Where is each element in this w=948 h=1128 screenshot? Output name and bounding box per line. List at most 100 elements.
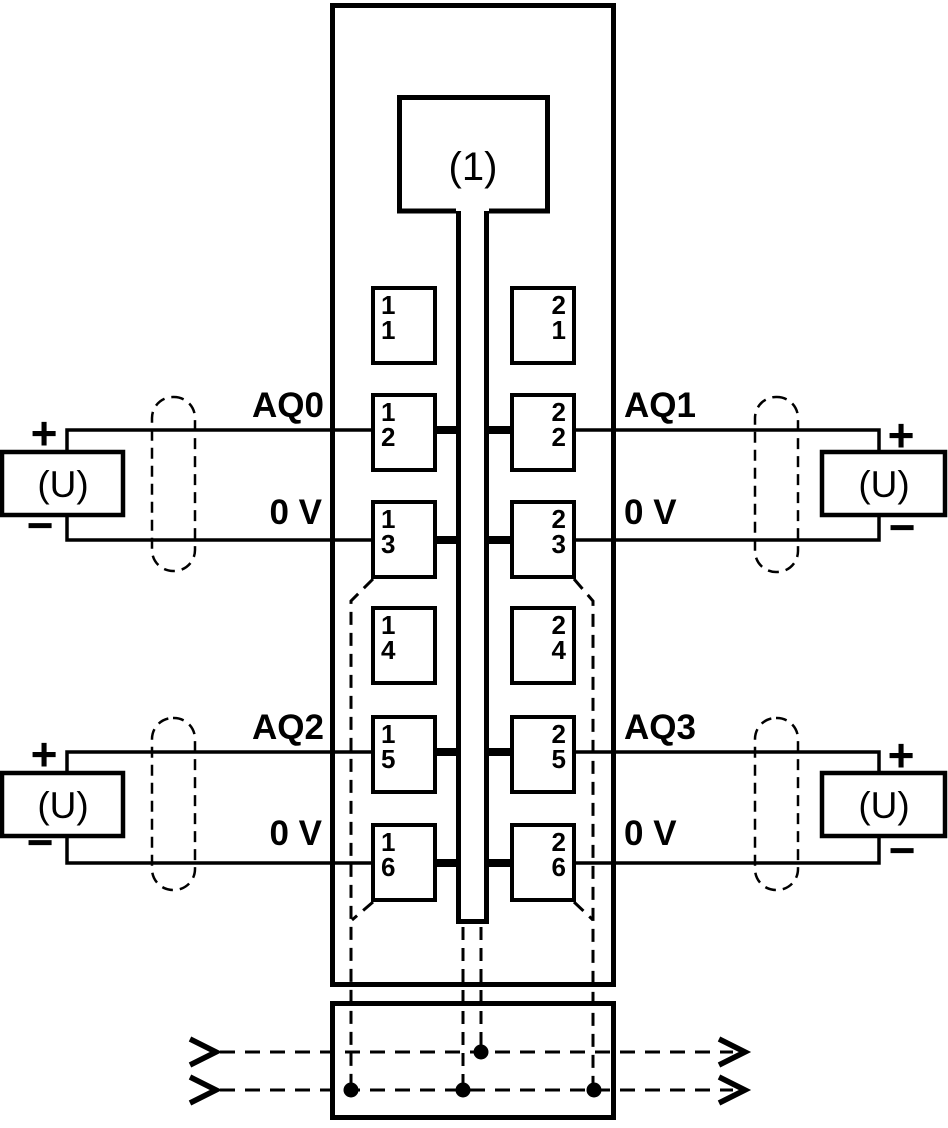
terminal-2-3: 2 3 bbox=[510, 500, 576, 579]
aq1-ground-wire bbox=[574, 515, 881, 542]
shield-rails bbox=[349, 577, 595, 1090]
terminal-1-4-pin-digit: 4 bbox=[381, 635, 396, 665]
terminal-1-1-box bbox=[371, 286, 437, 365]
aq2-signal-wire bbox=[65, 750, 373, 773]
terminal-2-5-group-digit: 2 bbox=[552, 719, 566, 749]
aq0-minus-label: − bbox=[27, 499, 54, 551]
terminal-2-5-pin-digit: 5 bbox=[552, 744, 566, 774]
terminal-2-6-pin-digit: 6 bbox=[552, 852, 566, 882]
aq3-voltage-source-label: (U) bbox=[858, 785, 909, 826]
terminal-1-6: 1 6 bbox=[371, 823, 437, 902]
aq1-voltage-source-label: (U) bbox=[858, 464, 909, 505]
terminal-2-2-group-digit: 2 bbox=[552, 397, 566, 427]
channel-aq3: (U) + − AQ3 0 V bbox=[574, 708, 948, 892]
terminal-1-2-pin-digit: 2 bbox=[381, 422, 395, 452]
aq3-ground-wire bbox=[574, 836, 881, 865]
stub-2-5 bbox=[487, 748, 514, 756]
shield-branch-right bbox=[572, 900, 595, 922]
terminal-1-2: 1 2 bbox=[371, 393, 437, 472]
bus-arrow-in-bottom-icon bbox=[188, 1074, 223, 1106]
aq0-voltage-source-box bbox=[0, 449, 126, 518]
aq1-voltage-source-box bbox=[819, 449, 948, 518]
aq2-cable-shield bbox=[150, 716, 197, 892]
terminal-2-4-group-digit: 2 bbox=[552, 610, 566, 640]
bus-arrow-out-top-icon bbox=[717, 1036, 752, 1068]
backplane-stem bbox=[456, 211, 489, 924]
aq2-minus-label: − bbox=[27, 816, 54, 868]
aq0-signal-label: AQ0 bbox=[252, 386, 324, 425]
aq3-plus-label: + bbox=[888, 729, 915, 781]
terminal-2-6-group-digit: 2 bbox=[552, 827, 566, 857]
aq1-ground-label: 0 V bbox=[624, 493, 677, 532]
aq3-signal-label: AQ3 bbox=[624, 708, 696, 747]
terminal-2-3-group-digit: 2 bbox=[552, 504, 566, 534]
terminal-2-2: 2 2 bbox=[510, 393, 576, 472]
terminal-2-1-group-digit: 2 bbox=[552, 290, 566, 320]
aq3-signal-wire bbox=[574, 750, 881, 773]
terminal-1-5-box bbox=[371, 715, 437, 794]
aq2-plus-label: + bbox=[31, 728, 58, 780]
terminal-1-6-pin-digit: 6 bbox=[381, 852, 395, 882]
stub-1-2 bbox=[433, 426, 458, 434]
channel-aq1: (U) + − AQ1 0 V bbox=[574, 386, 948, 574]
terminal-1-3-group-digit: 1 bbox=[381, 504, 395, 534]
shield-bus bbox=[188, 1036, 752, 1106]
terminal-1-5: 1 5 bbox=[371, 715, 437, 794]
terminal-1-3: 1 3 bbox=[371, 500, 437, 579]
terminal-2-1-box bbox=[510, 286, 576, 365]
terminal-2-6: 2 6 bbox=[510, 823, 576, 902]
aq0-cable-shield bbox=[150, 395, 197, 573]
aq3-ground-label: 0 V bbox=[624, 814, 677, 853]
terminal-2-2-pin-digit: 2 bbox=[552, 422, 566, 452]
aq1-signal-label: AQ1 bbox=[624, 386, 696, 425]
stub-1-3 bbox=[433, 536, 458, 544]
stub-2-2 bbox=[487, 426, 514, 434]
bus-arrow-out-bottom-icon bbox=[717, 1074, 752, 1106]
stub-1-6 bbox=[433, 859, 458, 867]
terminal-1-1: 1 1 bbox=[371, 286, 437, 365]
junction-dot bbox=[343, 1082, 359, 1098]
terminal-2-1-pin-digit: 1 bbox=[552, 315, 566, 345]
internal-block: (1) bbox=[397, 95, 550, 924]
terminal-1-4-group-digit: 1 bbox=[381, 610, 395, 640]
aq1-cable-shield bbox=[753, 395, 800, 574]
aq1-signal-wire bbox=[574, 428, 881, 452]
terminal-1-6-group-digit: 1 bbox=[381, 827, 395, 857]
aq3-minus-label: − bbox=[889, 824, 916, 876]
stem-stubs bbox=[433, 426, 514, 867]
aq0-plus-label: + bbox=[31, 407, 58, 459]
terminal-2-1: 2 1 bbox=[510, 286, 576, 365]
channel-aq0: (U) + − AQ0 0 V bbox=[0, 386, 373, 573]
aq2-voltage-source-label: (U) bbox=[37, 785, 88, 826]
aq2-voltage-source-box bbox=[0, 770, 126, 839]
stub-2-6 bbox=[487, 859, 514, 867]
aq1-minus-label: − bbox=[889, 501, 916, 553]
terminal-2-5: 2 5 bbox=[510, 715, 576, 794]
aq0-ground-label: 0 V bbox=[269, 493, 322, 532]
bus-arrow-in-top-icon bbox=[188, 1036, 223, 1068]
block-1-box bbox=[397, 95, 550, 214]
terminal-2-4-box bbox=[510, 606, 576, 685]
stub-1-5 bbox=[433, 748, 458, 756]
shield-bus-box bbox=[330, 1001, 616, 1120]
terminal-1-3-pin-digit: 3 bbox=[381, 529, 395, 559]
terminal-2-3-pin-digit: 3 bbox=[552, 529, 566, 559]
terminal-1-4: 1 4 bbox=[371, 606, 437, 685]
aq2-ground-wire bbox=[65, 836, 373, 865]
stub-2-3 bbox=[487, 536, 514, 544]
terminal-1-1-group-digit: 1 bbox=[381, 290, 395, 320]
junction-dot bbox=[455, 1082, 471, 1098]
aq1-plus-label: + bbox=[888, 409, 915, 461]
shield-branch-left bbox=[351, 900, 374, 922]
block-1-label: (1) bbox=[449, 145, 498, 189]
shield-rail-left bbox=[349, 577, 375, 1090]
terminal-1-4-box bbox=[371, 606, 437, 685]
junction-dot bbox=[586, 1082, 602, 1098]
terminal-2-4: 2 4 bbox=[510, 606, 576, 685]
aq0-voltage-source-label: (U) bbox=[37, 464, 88, 505]
junction-dot bbox=[473, 1044, 489, 1060]
terminal-2-3-box bbox=[510, 500, 576, 579]
terminal-1-5-group-digit: 1 bbox=[381, 719, 395, 749]
aq3-cable-shield bbox=[753, 716, 800, 892]
